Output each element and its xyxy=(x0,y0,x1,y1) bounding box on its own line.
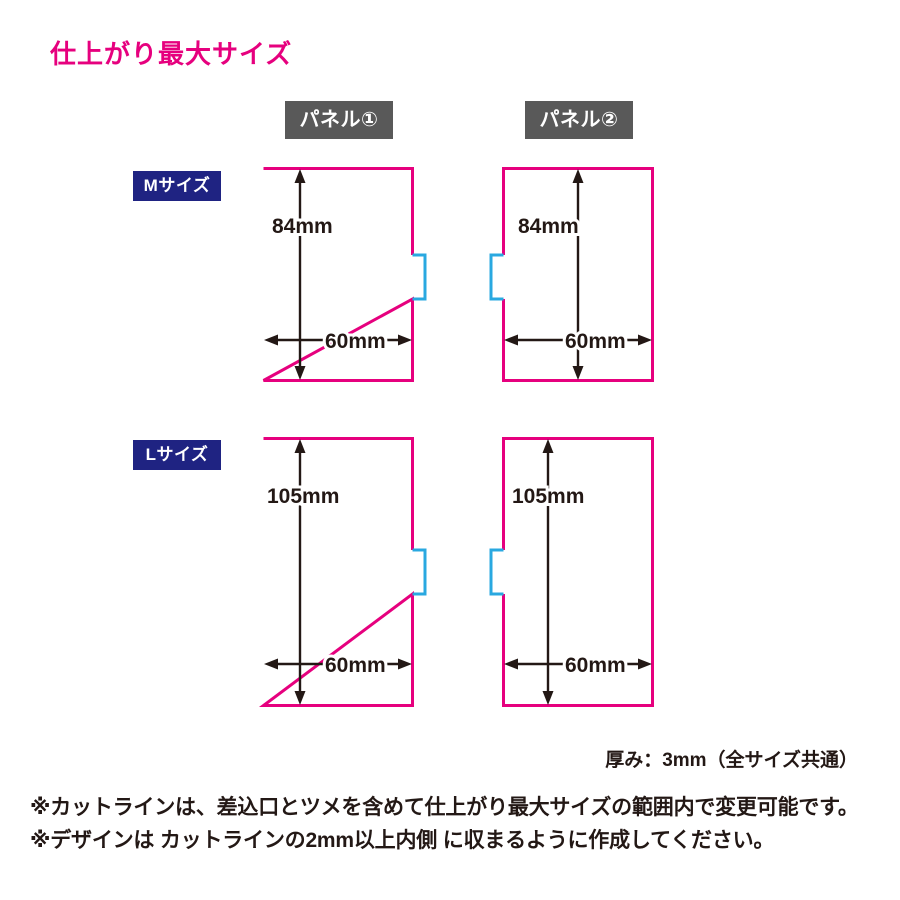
tab-shape-left xyxy=(489,253,504,301)
cut-line-outline xyxy=(258,437,414,707)
width-label: 60mm xyxy=(325,654,386,677)
tab-shape-right xyxy=(412,548,427,596)
diagram-l-panel-2: 105mm 60mm xyxy=(489,437,654,707)
tab-shape-left xyxy=(489,548,504,596)
height-label: 84mm xyxy=(272,215,333,238)
note-design-margin: ※デザインは カットラインの2mm以上内側 に収まるように作成してください。 xyxy=(30,829,775,852)
panel-header-1: パネル① xyxy=(285,101,393,139)
width-label: 60mm xyxy=(325,330,386,353)
panel-header-2: パネル② xyxy=(525,101,633,139)
tab-shape-right xyxy=(412,253,427,301)
size-label-l: Lサイズ xyxy=(133,440,221,470)
page-title: 仕上がり最大サイズ xyxy=(50,39,293,69)
diagram-m-panel-1: 84mm 60mm xyxy=(262,167,427,382)
diagram-l-panel-1: 105mm 60mm xyxy=(258,437,427,707)
thickness-note: 厚み：3mm（全サイズ共通） xyxy=(605,750,858,771)
width-label: 60mm xyxy=(565,654,626,677)
height-label: 105mm xyxy=(267,485,339,508)
height-label: 105mm xyxy=(512,485,584,508)
note-cut-line: ※カットラインは、差込口とツメを含めて仕上がり最大サイズの範囲内で変更可能です。 xyxy=(30,796,859,819)
diagram-m-panel-2: 84mm 60mm xyxy=(489,167,654,382)
size-label-m: Mサイズ xyxy=(133,171,221,201)
cut-line-outline xyxy=(502,437,654,707)
width-label: 60mm xyxy=(565,330,626,353)
height-label: 84mm xyxy=(518,215,579,238)
